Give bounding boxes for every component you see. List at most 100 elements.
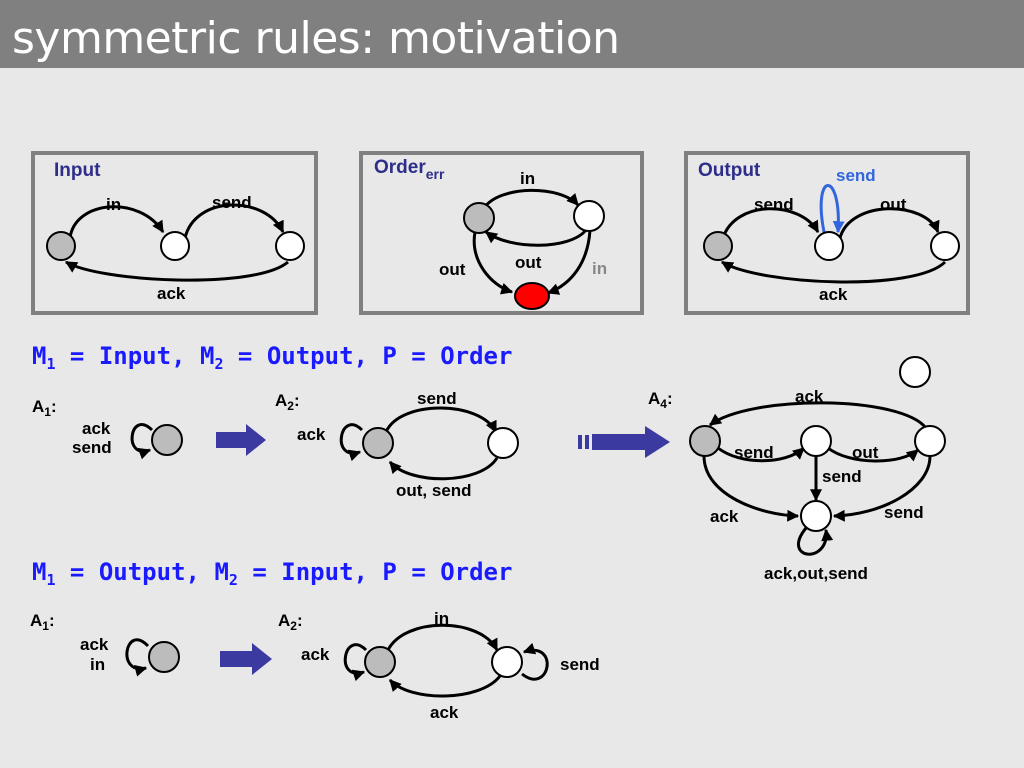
order-edge-out-mid [485,228,588,247]
s1-a4-edge-send-right [832,455,932,522]
s1-a4-label-ack-top: ack [795,387,824,406]
output-edge-out [838,207,940,239]
s2-a2-colon: : [297,611,303,630]
s1-a4-colon: : [667,389,673,408]
s2-a2-label: A2: [278,611,303,633]
s2-a1-sub: 1 [42,619,49,633]
output-box-title: Output [698,160,761,181]
s2-a1-loop-label-in: in [90,655,105,674]
s1-a2-label-send: send [417,389,457,408]
output-label-ack: ack [819,285,848,304]
s1-a2-loop [339,423,364,462]
s1-a2-label: A2: [275,391,300,413]
input-edge-ack [64,260,289,282]
s1-arrow2-dash-1 [578,435,582,449]
s1-a2-colon: : [294,391,300,410]
order-automaton-box: Ordererr in out out in [359,151,644,315]
s1-arrow2-body [592,426,670,458]
output-state-middle [814,231,844,261]
eq1-sub2: 2 [214,355,223,373]
s1-a4-label-send-down: send [822,467,862,486]
s1-a2-sub: 2 [287,399,294,413]
s2-a1-automaton: A1: ack in [30,611,180,677]
section2-equation: M1 = Output, M2 = Input, P = Order [32,558,512,589]
s1-a1-sub: 1 [44,405,51,419]
s1-arrow2-dash-2 [585,435,589,449]
s1-a2-label-out-send: out, send [396,481,472,500]
s1-a4-label-loop: ack,out,send [764,564,868,583]
s1-a4-edge-out [827,446,919,463]
input-state-right [275,231,305,261]
order-box-border [359,151,644,315]
s1-a4-label-out: out [852,443,879,462]
s2-a2-loop-ack [343,643,368,682]
s2-a1-label: A1: [30,611,55,633]
s1-a4-state-initial [689,425,721,457]
s1-derivation-arrow-2 [578,426,670,458]
output-label-send: send [754,195,794,214]
s1-a2-state-initial [362,427,394,459]
order-state-error [514,282,550,310]
s1-a4-name: A [648,389,660,408]
s2-a2-state-initial [364,646,396,678]
order-edge-in-right [546,229,592,295]
s1-a2-edge-out-send [388,457,499,481]
output-automaton-box: Output send send out ack [684,151,970,315]
order-box-title-main: Order [374,157,426,178]
order-label-out-mid: out [515,253,542,272]
input-automaton-box: Input in send ack [31,151,318,315]
output-state-right [930,231,960,261]
eq2-sub2: 2 [229,571,238,589]
output-label-send-loop: send [836,166,876,185]
s1-a1-loop-label-ack: ack [82,419,111,438]
s2-a1-state [148,641,180,673]
s1-a4-state-bottom [800,500,832,532]
output-state-initial [703,231,733,261]
s1-a1-colon: : [51,397,57,416]
input-label-in: in [106,195,121,214]
s1-a4-label-ack-left: ack [710,507,739,526]
output-edge-send-loop [819,184,845,234]
order-state-right [573,200,605,232]
order-box-title-sub: err [426,166,445,182]
s1-a1-name: A [32,397,44,416]
s1-a4-label: A4: [648,389,673,411]
s1-a1-automaton: A1: ack send [32,397,183,460]
eq2-m2: M [214,558,228,586]
s1-a1-label: A1: [32,397,57,419]
s2-a2-edge-ack [388,675,502,698]
s1-a4-state-middle [800,425,832,457]
order-label-in-top: in [520,169,535,188]
s2-a2-automaton: A2: ack in ack send [278,609,600,722]
eq2-sub1: 1 [46,571,55,589]
output-edge-send [721,207,820,239]
order-label-in-right: in [592,259,607,278]
order-edge-in-top [482,188,580,209]
s2-a1-loop-label-ack: ack [80,635,109,654]
s1-a2-state-right [487,427,519,459]
input-label-send: send [212,193,252,212]
s1-a1-loop [130,423,154,460]
s2-a2-label-ack-loop: ack [301,645,330,664]
section1-equation: M1 = Input, M2 = Output, P = Order [32,342,512,373]
s1-a4-state-right [914,425,946,457]
eq1-text1: = Input, [55,342,200,370]
s1-a1-loop-label-send: send [72,438,112,457]
s2-a1-colon: : [49,611,55,630]
s2-derivation-arrow [220,643,272,675]
s1-a4-sub: 4 [660,397,667,411]
s1-a4-isolated-state [899,356,931,388]
s2-a2-loop-send [521,642,549,681]
s1-a2-name: A [275,391,287,410]
s2-a1-loop [125,638,150,677]
s1-a2-label-ack: ack [297,425,326,444]
order-label-out-left: out [439,260,466,279]
s1-a4-edge-ack-top [709,401,928,430]
s2-a2-label-send-loop: send [560,655,600,674]
order-edge-out-left [472,231,514,295]
eq1-text2: = Output, P = Order [223,342,512,370]
s1-a4-automaton: A4: ack send out send send ack ack,out,s… [648,356,946,583]
s1-a4-loop [797,527,834,556]
order-box-title: Ordererr [374,157,445,182]
input-box-border [31,151,318,315]
